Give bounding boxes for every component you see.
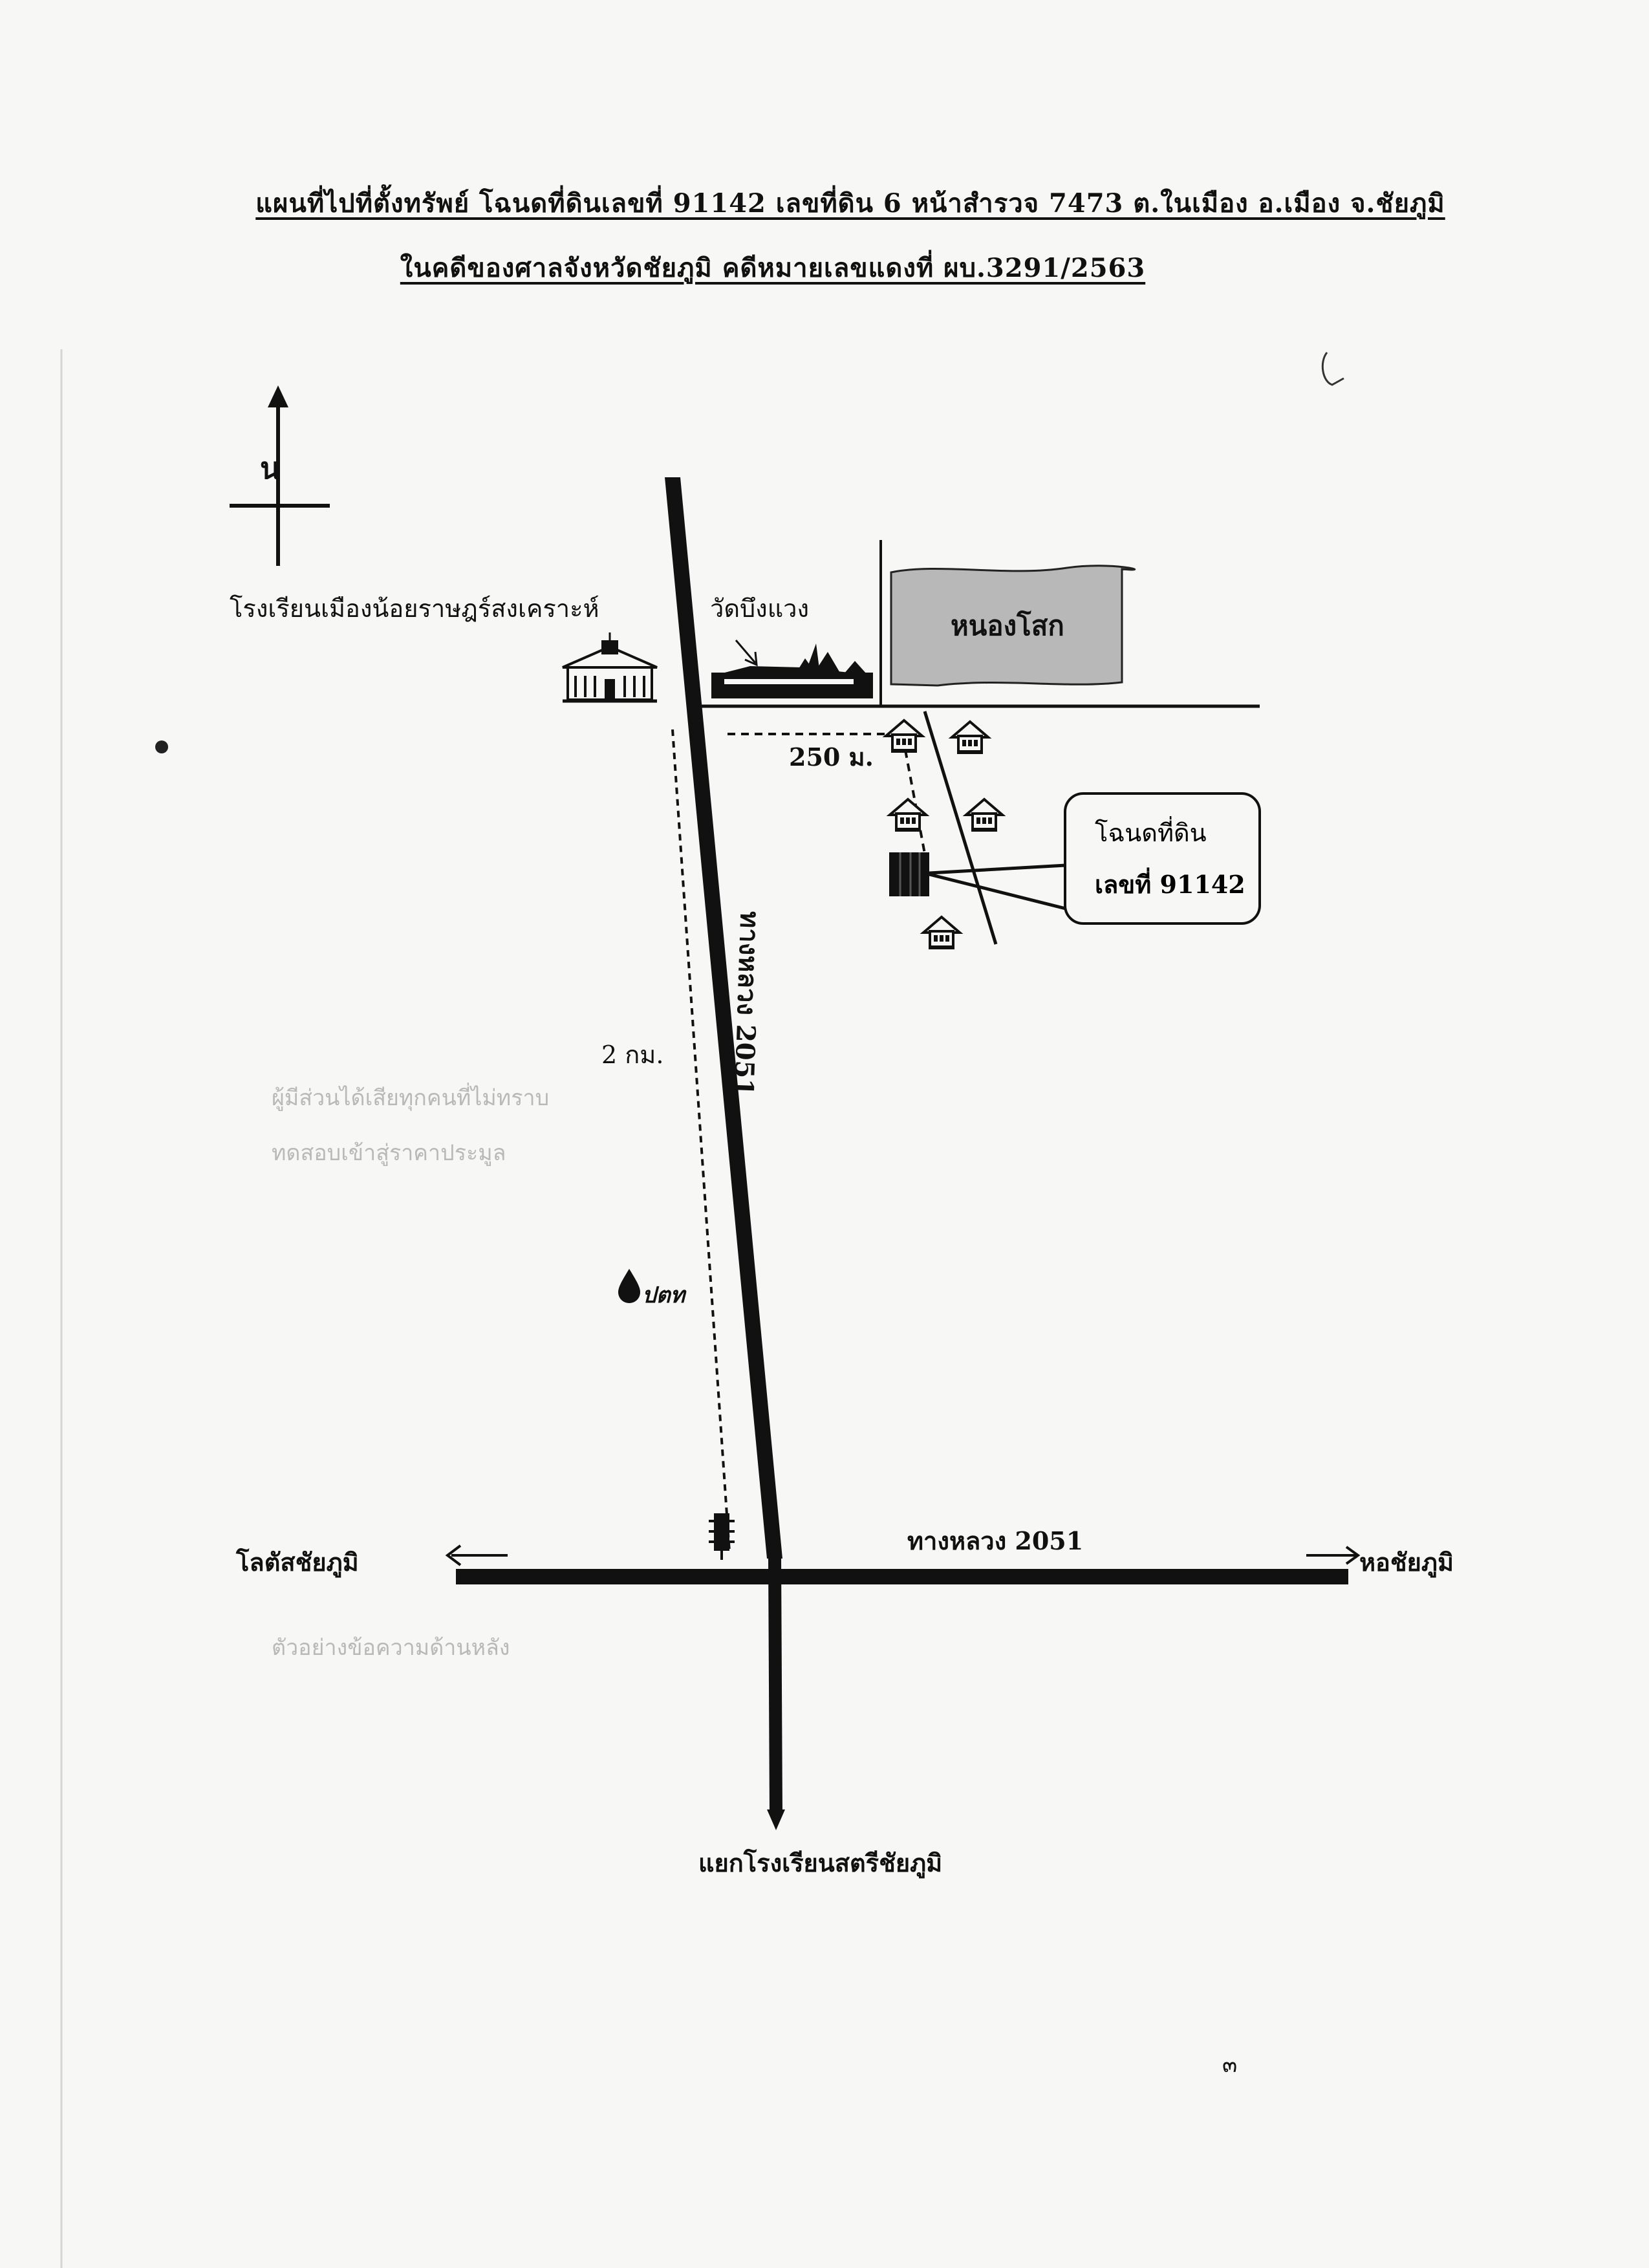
east-destination-label: หอชัยภูมิ: [1359, 1548, 1454, 1577]
house-icon: [882, 718, 926, 753]
bleed-through-text: ผู้มีส่วนได้เสียทุกคนที่ไม่ทราบ: [272, 1085, 550, 1111]
traffic-light-icon: [709, 1513, 735, 1560]
west-destination-label: โลตัสชัยภูมิ: [236, 1548, 359, 1577]
highway-vertical-label: ทางหลวง 2051: [728, 911, 766, 1097]
highway-2051-vertical: [665, 477, 782, 1559]
highway-2051-horizontal: [456, 1569, 1348, 1584]
north-label: น: [260, 451, 281, 486]
temple-icon: [711, 640, 873, 698]
house-icon: [948, 720, 992, 754]
school-building-icon: [562, 632, 658, 703]
house-icon: [962, 797, 1006, 832]
deed-callout-line2: เลขที่ 91142: [1095, 869, 1245, 899]
north-arrow-icon: [230, 385, 330, 566]
gas-station-icon: [618, 1269, 640, 1303]
header-title-line1: แผนที่ไปที่ตั้งทรัพย์ โฉนดที่ดินเลขที่ 9…: [255, 188, 1445, 219]
distance-2km-label: 2 กม.: [601, 1041, 664, 1069]
house-icon: [886, 797, 930, 832]
south-destination-label: แยกโรงเรียนสตรีชัยภูมิ: [698, 1848, 943, 1877]
temple-label: วัดบึงแวง: [710, 594, 810, 623]
house-icon: [920, 915, 964, 949]
school-label: โรงเรียนเมืองน้อยราษฎร์สงเคราะห์: [230, 594, 599, 623]
distance-250m-label: 250 ม.: [789, 742, 874, 772]
land-parcel-marker: [889, 852, 1066, 911]
gas-station-label: ปตท: [642, 1282, 685, 1308]
pond-label: หนองโสก: [951, 610, 1064, 642]
deed-callout-line1: โฉนดที่ดิน: [1095, 818, 1207, 847]
pond-nong-sok: [890, 565, 1136, 687]
deed-callout: โฉนดที่ดิน เลขที่ 91142: [1064, 792, 1261, 925]
highway-horizontal-label: ทางหลวง 2051: [907, 1526, 1084, 1555]
bleed-through-text: ตัวอย่างข้อความด้านหลัง: [272, 1635, 510, 1661]
header-title-line2: ในคดีของศาลจังหวัดชัยภูมิ คดีหมายเลขแดงท…: [400, 253, 1146, 283]
bleed-through-text: ทดสอบเข้าสู่ราคาประมูล: [272, 1140, 506, 1166]
page-mark: ๓: [1222, 2052, 1238, 2078]
